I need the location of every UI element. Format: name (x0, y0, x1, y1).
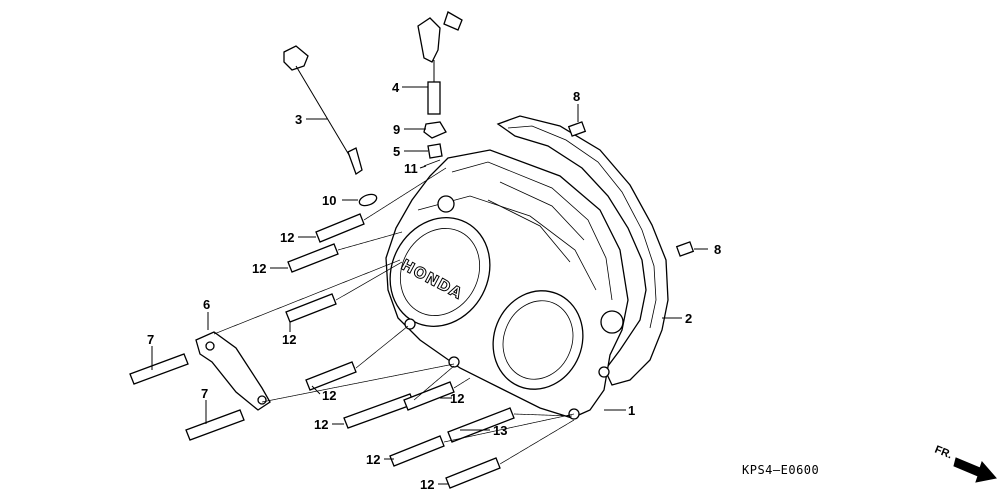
callout-12-d: 12 (322, 388, 336, 403)
front-direction-label: FR. (933, 444, 954, 462)
callout-1: 1 (628, 403, 635, 418)
cover-bolts (129, 213, 515, 489)
callout-labels: 4 3 9 5 11 8 8 2 1 10 12 12 12 6 7 7 12 … (147, 80, 721, 492)
callout-leader-lines (151, 86, 708, 485)
callout-12-c: 12 (282, 332, 296, 347)
callout-4: 4 (392, 80, 400, 95)
callout-8-right: 8 (714, 242, 721, 257)
callout-7-b: 7 (201, 386, 208, 401)
o-ring-icon (358, 193, 378, 207)
callout-11: 11 (404, 161, 418, 176)
oil-dipstick (283, 45, 363, 175)
callout-12-e: 12 (314, 417, 328, 432)
cable-clamp-plate (195, 331, 271, 411)
callout-5: 5 (393, 144, 400, 159)
front-direction-arrow-icon: FR. (933, 444, 997, 483)
callout-12-g: 12 (366, 452, 380, 467)
callout-8-top: 8 (573, 89, 580, 104)
callout-12-b: 12 (252, 261, 266, 276)
callout-3: 3 (295, 112, 302, 127)
callout-12-h: 12 (420, 477, 434, 492)
tachometer-cable-assembly (417, 11, 463, 167)
callout-7-a: 7 (147, 332, 154, 347)
cover-gasket (496, 115, 669, 386)
callout-9: 9 (393, 122, 400, 137)
callout-6: 6 (203, 297, 210, 312)
callout-12-a: 12 (280, 230, 294, 245)
callout-2: 2 (685, 311, 692, 326)
right-crankcase-cover: HONDA (385, 149, 629, 420)
diagram-code: KPS4—E0600 (742, 463, 819, 477)
callout-12-f: 12 (450, 391, 464, 406)
assembly-guide-lines (213, 167, 575, 465)
callout-10: 10 (322, 193, 336, 208)
callout-13: 13 (493, 423, 507, 438)
dowel-pins (567, 121, 695, 257)
